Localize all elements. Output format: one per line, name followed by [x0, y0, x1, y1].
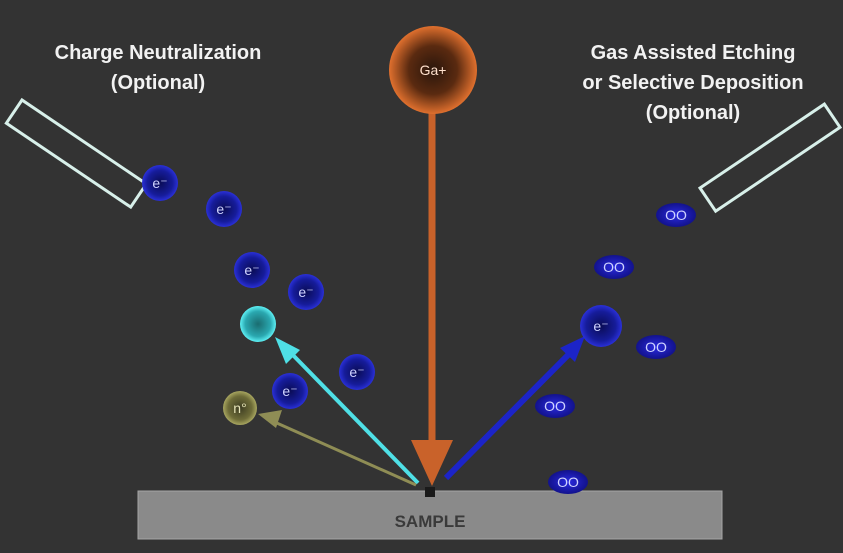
gas-assisted-title-line2: or Selective Deposition [582, 72, 804, 94]
gas-assisted-optional: (Optional) [645, 102, 741, 124]
neutral-label: n° [233, 400, 246, 416]
gas-assisted-label: Gas Assisted Etching or Selective Deposi… [548, 38, 838, 128]
electron: e⁻ [272, 373, 308, 409]
gas-molecule: OO [548, 470, 588, 494]
electron-label: e⁻ [593, 318, 608, 334]
electron: e⁻ [339, 354, 375, 390]
gas-molecule: OO [656, 203, 696, 227]
gas-molecule: OO [535, 394, 575, 418]
gas-molecule-label: OO [557, 474, 579, 490]
sample-label: SAMPLE [395, 512, 466, 531]
gas-molecule: OO [594, 255, 634, 279]
gas-assisted-title-line1: Gas Assisted Etching [590, 42, 796, 64]
secondary-electron: e⁻ [580, 305, 622, 347]
secondary-ion [240, 306, 276, 342]
neutral-trajectory [269, 418, 417, 487]
gas-molecule-label: OO [603, 259, 625, 275]
gas-molecule-label: OO [645, 339, 667, 355]
electron: e⁻ [142, 165, 178, 201]
electron-label: e⁻ [216, 201, 231, 217]
electron: e⁻ [288, 274, 324, 310]
electron-label: e⁻ [298, 284, 313, 300]
secondary-ion-trajectory [286, 348, 420, 485]
electron: e⁻ [234, 252, 270, 288]
sample-block [137, 490, 723, 540]
gas-injection-nozzle [697, 102, 843, 214]
charge-neutralization-label: Charge Neutralization (Optional) [18, 38, 298, 98]
secondary-electron-arrowhead [560, 336, 585, 362]
charge-neutralization-title: Charge Neutralization [54, 42, 262, 64]
secondary-electron-trajectory [443, 345, 578, 481]
electron-label: e⁻ [244, 262, 259, 278]
ga-ion [389, 26, 477, 114]
gas-molecule-label: OO [665, 207, 687, 223]
charge-neutralization-nozzle [4, 97, 149, 210]
electron-label: e⁻ [152, 175, 167, 191]
impact-point [425, 487, 435, 497]
electron-label: e⁻ [349, 364, 364, 380]
neutral-arrowhead [258, 410, 282, 428]
charge-neutralization-optional: (Optional) [110, 72, 206, 94]
gas-molecule-label: OO [544, 398, 566, 414]
electron-label: e⁻ [282, 383, 297, 399]
ga-ion-label: Ga+ [420, 62, 447, 78]
secondary-ion-arrowhead [275, 337, 300, 364]
ga-beam-arrowhead [411, 440, 453, 486]
gas-molecule: OO [636, 335, 676, 359]
neutral-atom: n° [223, 391, 257, 425]
electron: e⁻ [206, 191, 242, 227]
